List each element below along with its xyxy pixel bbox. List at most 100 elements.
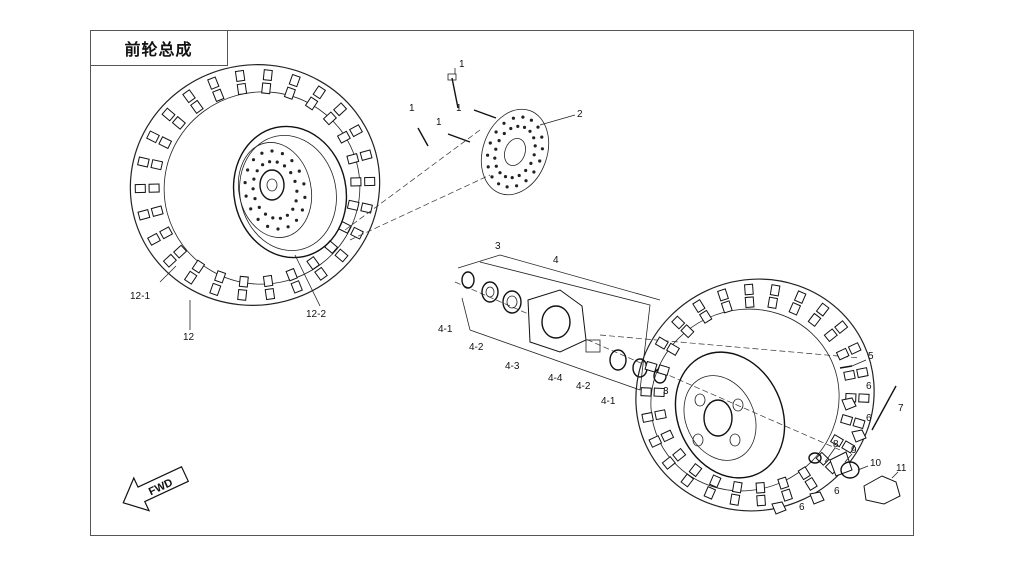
tread-block <box>312 85 327 100</box>
brake-disc-outline <box>480 108 550 196</box>
disc-hole <box>497 182 501 186</box>
tread-block <box>665 342 681 356</box>
tread-block <box>661 455 676 470</box>
left-disc-holes <box>243 149 307 231</box>
right-rim-inner <box>683 375 757 461</box>
disc-hole <box>488 141 492 145</box>
bearing-4-2b <box>609 349 627 371</box>
leader-10 <box>857 465 869 471</box>
label-4-2: 4-2 <box>576 381 591 392</box>
tread-block <box>150 205 164 217</box>
disc-hole <box>524 179 528 183</box>
disc-hole <box>244 194 248 198</box>
bolt-head <box>447 73 457 81</box>
tread-block <box>190 99 204 114</box>
disc-hole <box>510 176 514 180</box>
bearing-inner <box>485 286 495 298</box>
tread-block <box>336 130 351 144</box>
brake-disc-part <box>480 108 576 196</box>
disc-hole <box>263 212 268 216</box>
disc-hole <box>256 217 260 221</box>
tread-block <box>364 176 376 187</box>
disc-hole <box>497 139 501 143</box>
tread-block <box>680 324 695 339</box>
disc-hole <box>498 171 502 175</box>
disc-hole <box>516 124 520 128</box>
tread-block <box>262 274 274 288</box>
tread-block <box>322 111 337 126</box>
tread-block <box>729 493 741 506</box>
tread-block <box>654 409 667 421</box>
disc-hole <box>303 195 307 199</box>
bearing-inner <box>506 295 518 309</box>
disc-hole <box>486 153 490 157</box>
label-9: 9 <box>851 445 857 456</box>
label-1: 1 <box>459 59 465 70</box>
label-1: 1 <box>436 117 442 128</box>
tread-block <box>755 481 766 494</box>
bearing-4-1 <box>481 281 499 303</box>
disc-hole <box>540 135 544 139</box>
tread-block <box>767 296 779 309</box>
tread-block <box>183 270 198 285</box>
small-parts <box>771 359 901 515</box>
tread-block <box>134 183 146 194</box>
disc-hole <box>502 131 506 136</box>
tread-block <box>744 283 754 296</box>
tread-block <box>161 107 176 122</box>
lug-hole <box>692 433 704 447</box>
tread-block <box>137 209 151 221</box>
tread-block <box>346 153 360 165</box>
tread-block <box>641 411 654 423</box>
disc-hole <box>249 207 253 211</box>
tread-block <box>147 232 161 246</box>
disc-hole <box>533 144 537 148</box>
disc-hole <box>540 147 545 151</box>
tread-block <box>815 302 830 317</box>
tread-block <box>703 486 717 500</box>
right-wheel-assembly <box>635 278 875 512</box>
label-12-2: 12-2 <box>306 309 327 320</box>
label-6: 6 <box>834 486 840 497</box>
disc-hole <box>503 175 508 179</box>
tread-block <box>148 183 160 193</box>
tread-block <box>334 248 349 263</box>
tread-block <box>236 82 248 96</box>
lug-hole <box>729 433 741 447</box>
hub-center <box>541 305 571 339</box>
disc-hole <box>246 168 250 172</box>
tread-block <box>653 387 665 398</box>
leader-11 <box>891 471 899 479</box>
tread-block <box>841 440 856 454</box>
tread-block <box>212 88 225 103</box>
disc-hole <box>252 177 256 181</box>
disc-hole <box>494 130 498 134</box>
tread-block <box>264 288 276 301</box>
disc-hole <box>293 179 297 183</box>
disc-hole <box>294 199 298 203</box>
disc-hole <box>257 205 261 209</box>
disc-hole <box>260 151 264 155</box>
brake-disc-center <box>504 138 526 166</box>
disc-hole <box>243 181 247 185</box>
disc-hole <box>494 147 498 151</box>
tread-block <box>858 393 870 403</box>
projection-line <box>344 129 481 231</box>
disc-hole <box>276 227 280 231</box>
bolt <box>451 77 459 109</box>
disc-hole <box>251 158 256 162</box>
disc-hole <box>490 175 494 179</box>
bolt <box>417 127 429 147</box>
label-7: 7 <box>898 403 904 414</box>
brake-disc-holes <box>486 115 545 189</box>
tread-block <box>656 364 670 376</box>
tread-block <box>346 199 360 211</box>
disc-hole <box>275 160 279 164</box>
label-4-2: 4-2 <box>469 342 484 353</box>
projection-line <box>349 174 491 241</box>
tread-block <box>333 102 348 117</box>
label-11: 11 <box>896 463 907 474</box>
tread-block <box>262 69 273 82</box>
label-5: 5 <box>868 351 874 362</box>
disc-hole <box>302 182 306 186</box>
